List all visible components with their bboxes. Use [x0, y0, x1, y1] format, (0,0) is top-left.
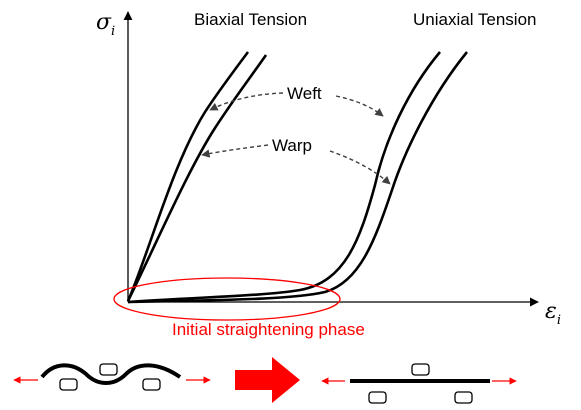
crimped-yarn — [40, 363, 182, 385]
biaxial-warp-curve — [126, 54, 268, 302]
crossing-yarn-icon — [411, 363, 430, 376]
crimped-fabric-illustration — [13, 363, 211, 391]
x-axis-label: εi — [545, 299, 561, 328]
crossing-yarn-icon — [142, 378, 161, 391]
crossing-yarn-icon — [99, 363, 118, 376]
y-axis-symbol: σ — [96, 10, 112, 35]
biaxial-weft-curve — [126, 51, 250, 302]
warp-pointer-biaxial — [201, 144, 269, 158]
uniaxial-warp-curve — [127, 51, 469, 304]
weft-pointer-uniaxial — [335, 95, 384, 117]
crossing-yarn-icon — [454, 391, 473, 404]
weft-pointer-biaxial — [209, 92, 284, 111]
straightening-label: Initial straightening phase — [172, 320, 365, 339]
x-axis-subscript: i — [557, 313, 561, 328]
straightened-fabric-illustration — [321, 363, 517, 404]
y-axis-label: σi — [96, 10, 115, 39]
crossing-yarn-icon — [59, 378, 78, 391]
y-axis-subscript: i — [111, 24, 115, 39]
biaxial-label: Biaxial Tension — [194, 10, 307, 29]
crossing-yarn-icon — [368, 391, 387, 404]
uniaxial-weft-curve — [127, 51, 441, 304]
straightening-phase-ellipse — [113, 277, 341, 321]
warp-pointer-uniaxial — [329, 150, 391, 185]
uniaxial-label: Uniaxial Tension — [413, 10, 536, 29]
weft-label: Weft — [287, 84, 322, 103]
right-block-arrow-icon — [235, 357, 300, 403]
x-axis-symbol: ε — [545, 299, 557, 324]
warp-label: Warp — [272, 136, 312, 155]
